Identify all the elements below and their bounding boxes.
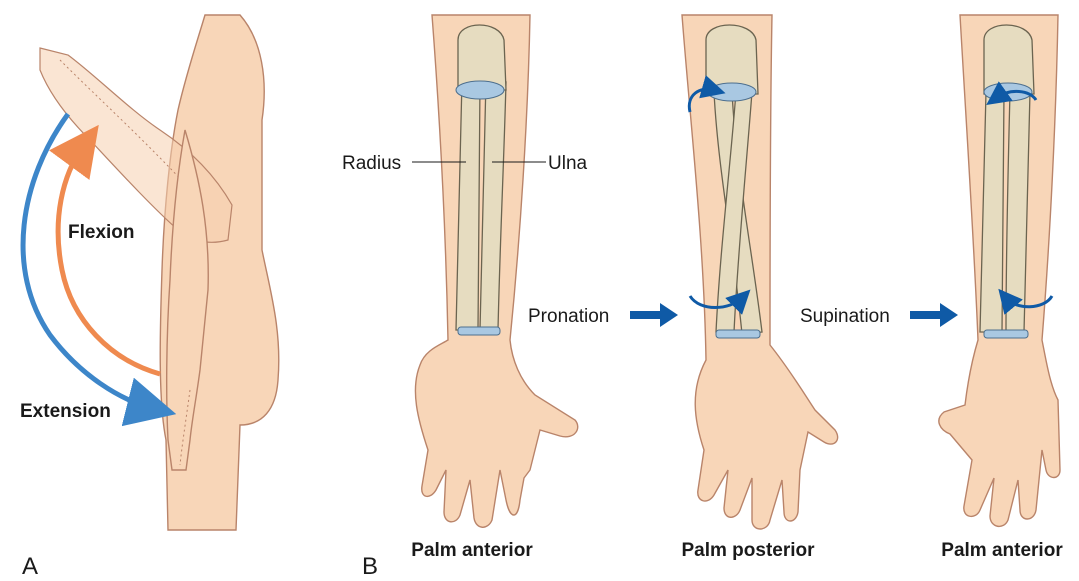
supination-label: Supination (800, 306, 890, 327)
panel-a: Flexion Extension A (20, 14, 280, 580)
rotation-arrow-top-3 (986, 81, 1038, 105)
ulna-label: Ulna (548, 153, 588, 174)
pronation-indicator: Pronation (528, 303, 678, 327)
forearm-2 (681, 14, 839, 530)
forearm-3 (938, 14, 1061, 527)
supination-indicator: Supination (800, 303, 958, 327)
caption-2: Palm posterior (681, 540, 815, 561)
caption-1: Palm anterior (411, 540, 533, 561)
extension-label: Extension (20, 401, 111, 422)
radius-label: Radius (342, 153, 401, 174)
panel-a-letter: A (22, 553, 38, 580)
rotation-arrow-bottom-3 (998, 288, 1054, 315)
hanging-arm (165, 129, 209, 471)
rotation-arrow-bottom-2 (688, 289, 751, 315)
pronation-label: Pronation (528, 306, 609, 327)
flexion-arrow (49, 124, 161, 377)
caption-3: Palm anterior (941, 540, 1063, 561)
panel-b-letter: B (362, 553, 378, 580)
flexion-label: Flexion (68, 222, 135, 243)
extension-arrow (20, 112, 177, 427)
forearm-1: Radius Ulna (342, 14, 588, 528)
rotation-arrow-top-2 (687, 75, 726, 113)
supination-arrow (910, 303, 958, 327)
pronation-arrow (630, 303, 678, 327)
